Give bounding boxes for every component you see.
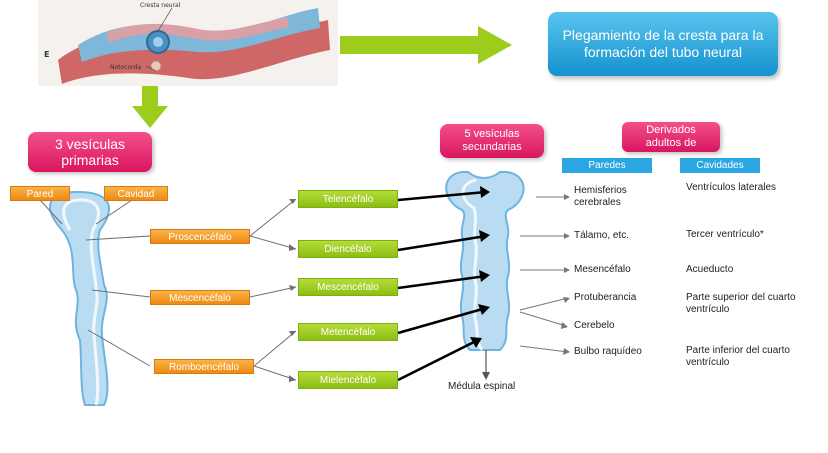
cavity-ventriculos-laterales: Ventrículos laterales	[686, 182, 777, 193]
label-medula-espinal: Médula espinal	[448, 381, 516, 392]
derivados-line2: adultos de	[645, 137, 697, 149]
embryo-drawing	[58, 7, 330, 84]
primary-title-line1: 3 vesículas	[54, 136, 126, 152]
label-e: E	[44, 50, 50, 59]
wall-hemisferios: Hemisferios cerebrales	[574, 185, 627, 208]
secondary-title-line1: 5 vesículas	[464, 128, 520, 140]
cavity-tercer-ventriculo: Tercer ventrículo*	[686, 229, 764, 240]
col-header-cavidades: Cavidades	[680, 158, 760, 173]
wall-cerebelo: Cerebelo	[574, 320, 615, 331]
label-mielencefalo: Mielencéfalo	[298, 371, 398, 389]
title-box: Plegamiento de la cresta para la formaci…	[548, 12, 778, 76]
cavity-acueducto: Acueducto	[686, 264, 734, 275]
green-arrow-right	[340, 26, 512, 64]
label-telencefalo: Telencéfalo	[298, 190, 398, 208]
derivados-title: Derivados adultos de	[622, 122, 720, 152]
embryo-illustration: Cresta neural Notocorda E	[38, 0, 338, 86]
wall-talamo: Tálamo, etc.	[574, 230, 630, 241]
label-diencefalo: Diencéfalo	[298, 240, 398, 258]
secondary-title-line2: secundarias	[462, 141, 522, 153]
region-romboencefalo: Romboencéfalo	[154, 359, 254, 374]
label-pared: Pared	[10, 186, 70, 201]
secondary-tube-shape	[445, 170, 525, 351]
derivados-line1: Derivados	[646, 124, 696, 136]
region-proscencefalo: Proscencéfalo	[150, 229, 250, 244]
wall-bulbo: Bulbo raquídeo	[574, 346, 642, 357]
cavity-cuarto-superior: Parte superior del cuarto ventrículo	[686, 292, 796, 315]
primary-tube-shape	[49, 190, 110, 406]
primary-title-line2: primarias	[61, 152, 119, 168]
green-arrow-down	[132, 86, 168, 128]
wall-protuberancia: Protuberancia	[574, 292, 637, 303]
label-metencefalo: Metencéfalo	[298, 323, 398, 341]
region-mescencefalo: Mescencéfalo	[150, 290, 250, 305]
cavity-cuarto-inferior: Parte inferior del cuarto ventrículo	[686, 345, 790, 368]
label-mescencefalo-secondary: Mescencéfalo	[298, 278, 398, 296]
label-notocorda: Notocorda	[110, 64, 141, 71]
label-cresta-neural: Cresta neural	[140, 2, 181, 9]
wall-mesencefalo: Mesencéfalo	[574, 264, 631, 275]
primary-vesicles-title: 3 vesículas primarias	[28, 132, 152, 172]
label-cavidad: Cavidad	[104, 186, 168, 201]
col-header-paredes: Paredes	[562, 158, 652, 173]
secondary-vesicles-title: 5 vesículas secundarias	[440, 124, 544, 158]
